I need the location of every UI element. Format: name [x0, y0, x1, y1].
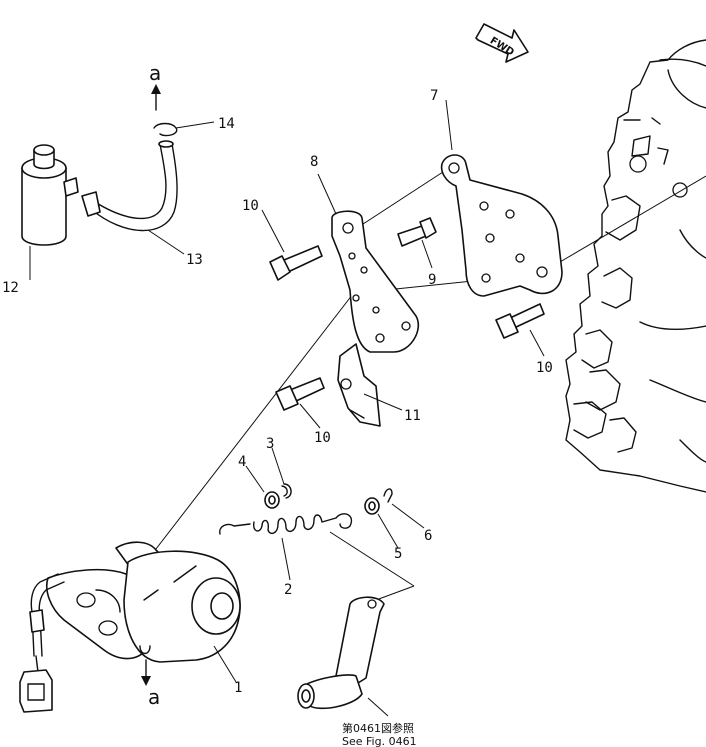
- ref-a-bottom-label: a: [148, 685, 160, 709]
- label-part-10-upper: 10: [242, 198, 259, 214]
- part-5-washer: [364, 497, 380, 515]
- part-3-ring: [281, 483, 292, 499]
- label-part-11: 11: [404, 408, 421, 424]
- label-part-6: 6: [424, 528, 432, 544]
- part-4-washer: [264, 491, 280, 509]
- part-12-canister: [21, 144, 79, 246]
- note-english: See Fig. 0461: [342, 735, 417, 747]
- part-13-hose: [81, 140, 178, 232]
- lever-arm: [297, 596, 389, 717]
- ref-a-bottom: a: [141, 659, 160, 709]
- part-10-bolt-upper: [269, 245, 323, 281]
- label-part-7: 7: [430, 88, 438, 104]
- part-10-bolt-middle: [275, 377, 325, 411]
- engine-block: [565, 39, 706, 493]
- label-part-1: 1: [234, 680, 242, 696]
- label-part-9: 9: [428, 272, 436, 288]
- part-8-bracket: [331, 210, 419, 353]
- label-part-3: 3: [266, 436, 274, 452]
- label-part-14: 14: [218, 116, 235, 132]
- part-2-spring: [219, 513, 353, 535]
- part-6-clip: [383, 488, 393, 503]
- reference-note: 第0461図参照 See Fig. 0461: [342, 721, 417, 747]
- assembly-lines: [131, 169, 706, 601]
- part-1-motor: [19, 541, 241, 713]
- label-part-2: 2: [284, 582, 292, 598]
- part-11-bracket: [337, 343, 381, 427]
- part-9-bolt: [397, 217, 437, 247]
- label-part-13: 13: [186, 252, 203, 268]
- part-10-bolt-right: [495, 303, 545, 339]
- note-japanese: 第0461図参照: [342, 721, 414, 735]
- label-part-10-right: 10: [536, 360, 553, 376]
- part-labels: 1 2 3 4 5 6 7 8 9 10 10 10 11 12 13 14: [2, 88, 553, 696]
- ref-a-top-label: a: [149, 61, 161, 85]
- fwd-arrow-icon: FWD: [475, 23, 529, 63]
- label-part-8: 8: [310, 154, 318, 170]
- label-part-4: 4: [238, 454, 246, 470]
- ref-a-top: a: [149, 61, 161, 111]
- label-leaders: [29, 99, 545, 683]
- label-part-5: 5: [394, 546, 402, 562]
- part-14-clip: [153, 121, 215, 137]
- label-part-12: 12: [2, 280, 19, 296]
- part-7-bracket: [440, 154, 563, 297]
- label-part-10-middle: 10: [314, 430, 331, 446]
